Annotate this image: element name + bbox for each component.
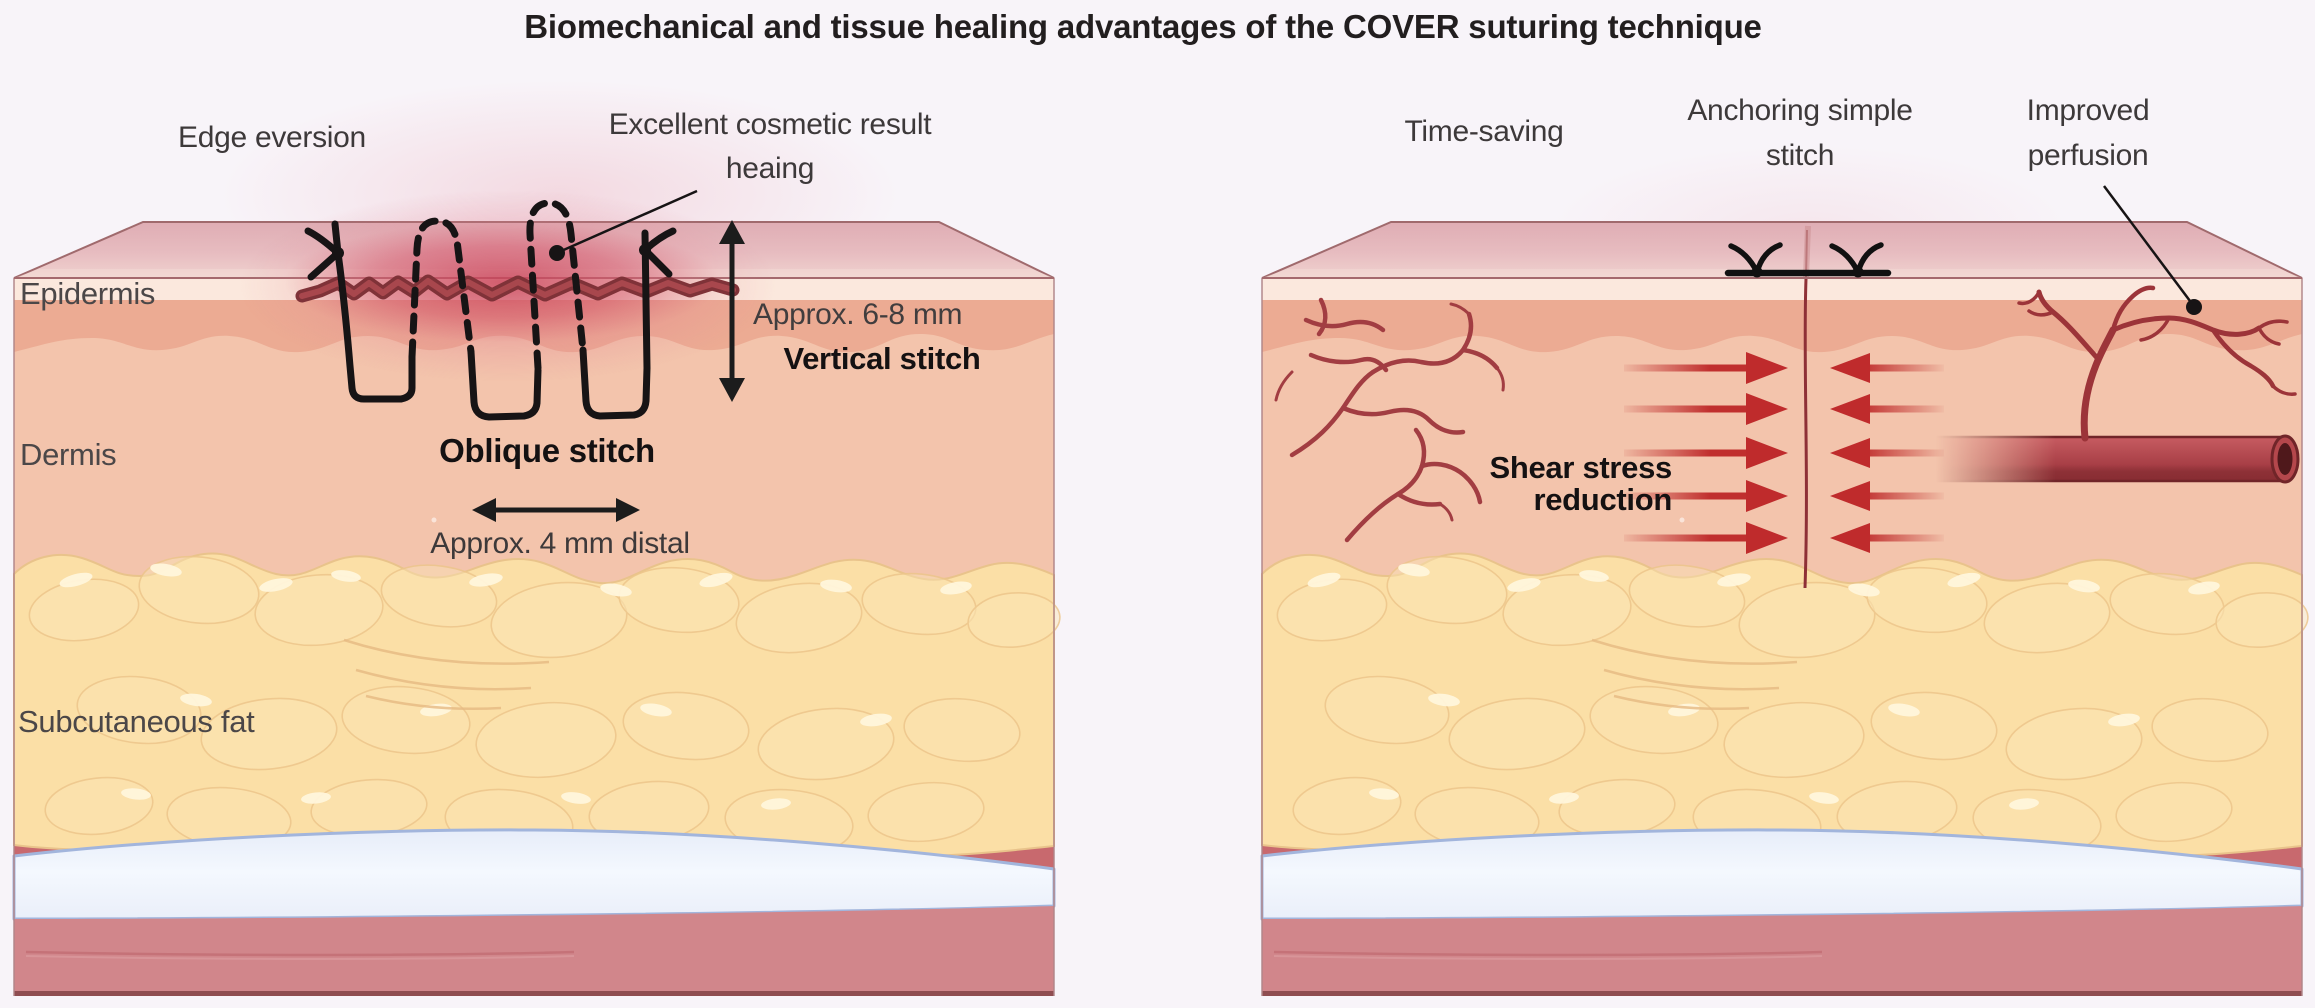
improved-line2: perfusion — [2027, 139, 2149, 172]
suture-thread — [304, 199, 677, 421]
shear-stress-label: Shear stress reduction — [1312, 452, 1672, 516]
anchoring-stitch-label: Anchoring simple stitch — [1687, 88, 1913, 178]
anchoring-stitch — [1724, 242, 1892, 278]
improved-perfusion-label: Improved perfusion — [2027, 88, 2150, 178]
perfusion-pointer-line — [2102, 185, 2202, 315]
right-skin-block — [1260, 220, 2312, 998]
cosmetic-result-line2: heaing — [725, 152, 815, 185]
capillary-network — [1274, 297, 1505, 543]
edge-eversion-label: Edge eversion — [178, 121, 366, 154]
artery — [1934, 434, 2300, 484]
distal-measure-label: Approx. 4 mm distal — [430, 527, 690, 560]
wound-line — [295, 274, 740, 303]
time-saving-label: Time-saving — [1404, 115, 1564, 148]
figure-title: Biomechanical and tissue healing advanta… — [524, 8, 1762, 45]
vessel-tree — [2017, 285, 2297, 442]
cosmetic-result-label: Excellent cosmetic result heaing — [609, 103, 932, 191]
shear-line1: Shear stress — [1489, 450, 1672, 485]
oblique-stitch-label: Oblique stitch — [439, 432, 655, 469]
stress-arrows-left — [1624, 352, 1788, 554]
shear-line2: reduction — [1533, 482, 1672, 517]
vertical-stitch-label: Vertical stitch — [783, 341, 981, 376]
vertical-measure-arrow — [719, 220, 745, 402]
cosmetic-pointer-line — [549, 189, 698, 261]
anchoring-line2: stitch — [1765, 139, 1835, 172]
subcutaneous-fat-label: Subcutaneous fat — [18, 704, 255, 739]
epidermis-label: Epidermis — [20, 276, 156, 311]
incision-line — [1803, 225, 1811, 589]
horizontal-measure-arrow — [472, 498, 640, 522]
cosmetic-result-line1: Excellent cosmetic result — [608, 108, 932, 141]
stress-arrows-right — [1830, 353, 1944, 553]
improved-line1: Improved — [2026, 94, 2150, 127]
dermis-label: Dermis — [20, 437, 117, 472]
anchoring-line1: Anchoring simple — [1687, 94, 1913, 127]
depth-measure-label: Approx. 6-8 mm — [753, 298, 963, 331]
